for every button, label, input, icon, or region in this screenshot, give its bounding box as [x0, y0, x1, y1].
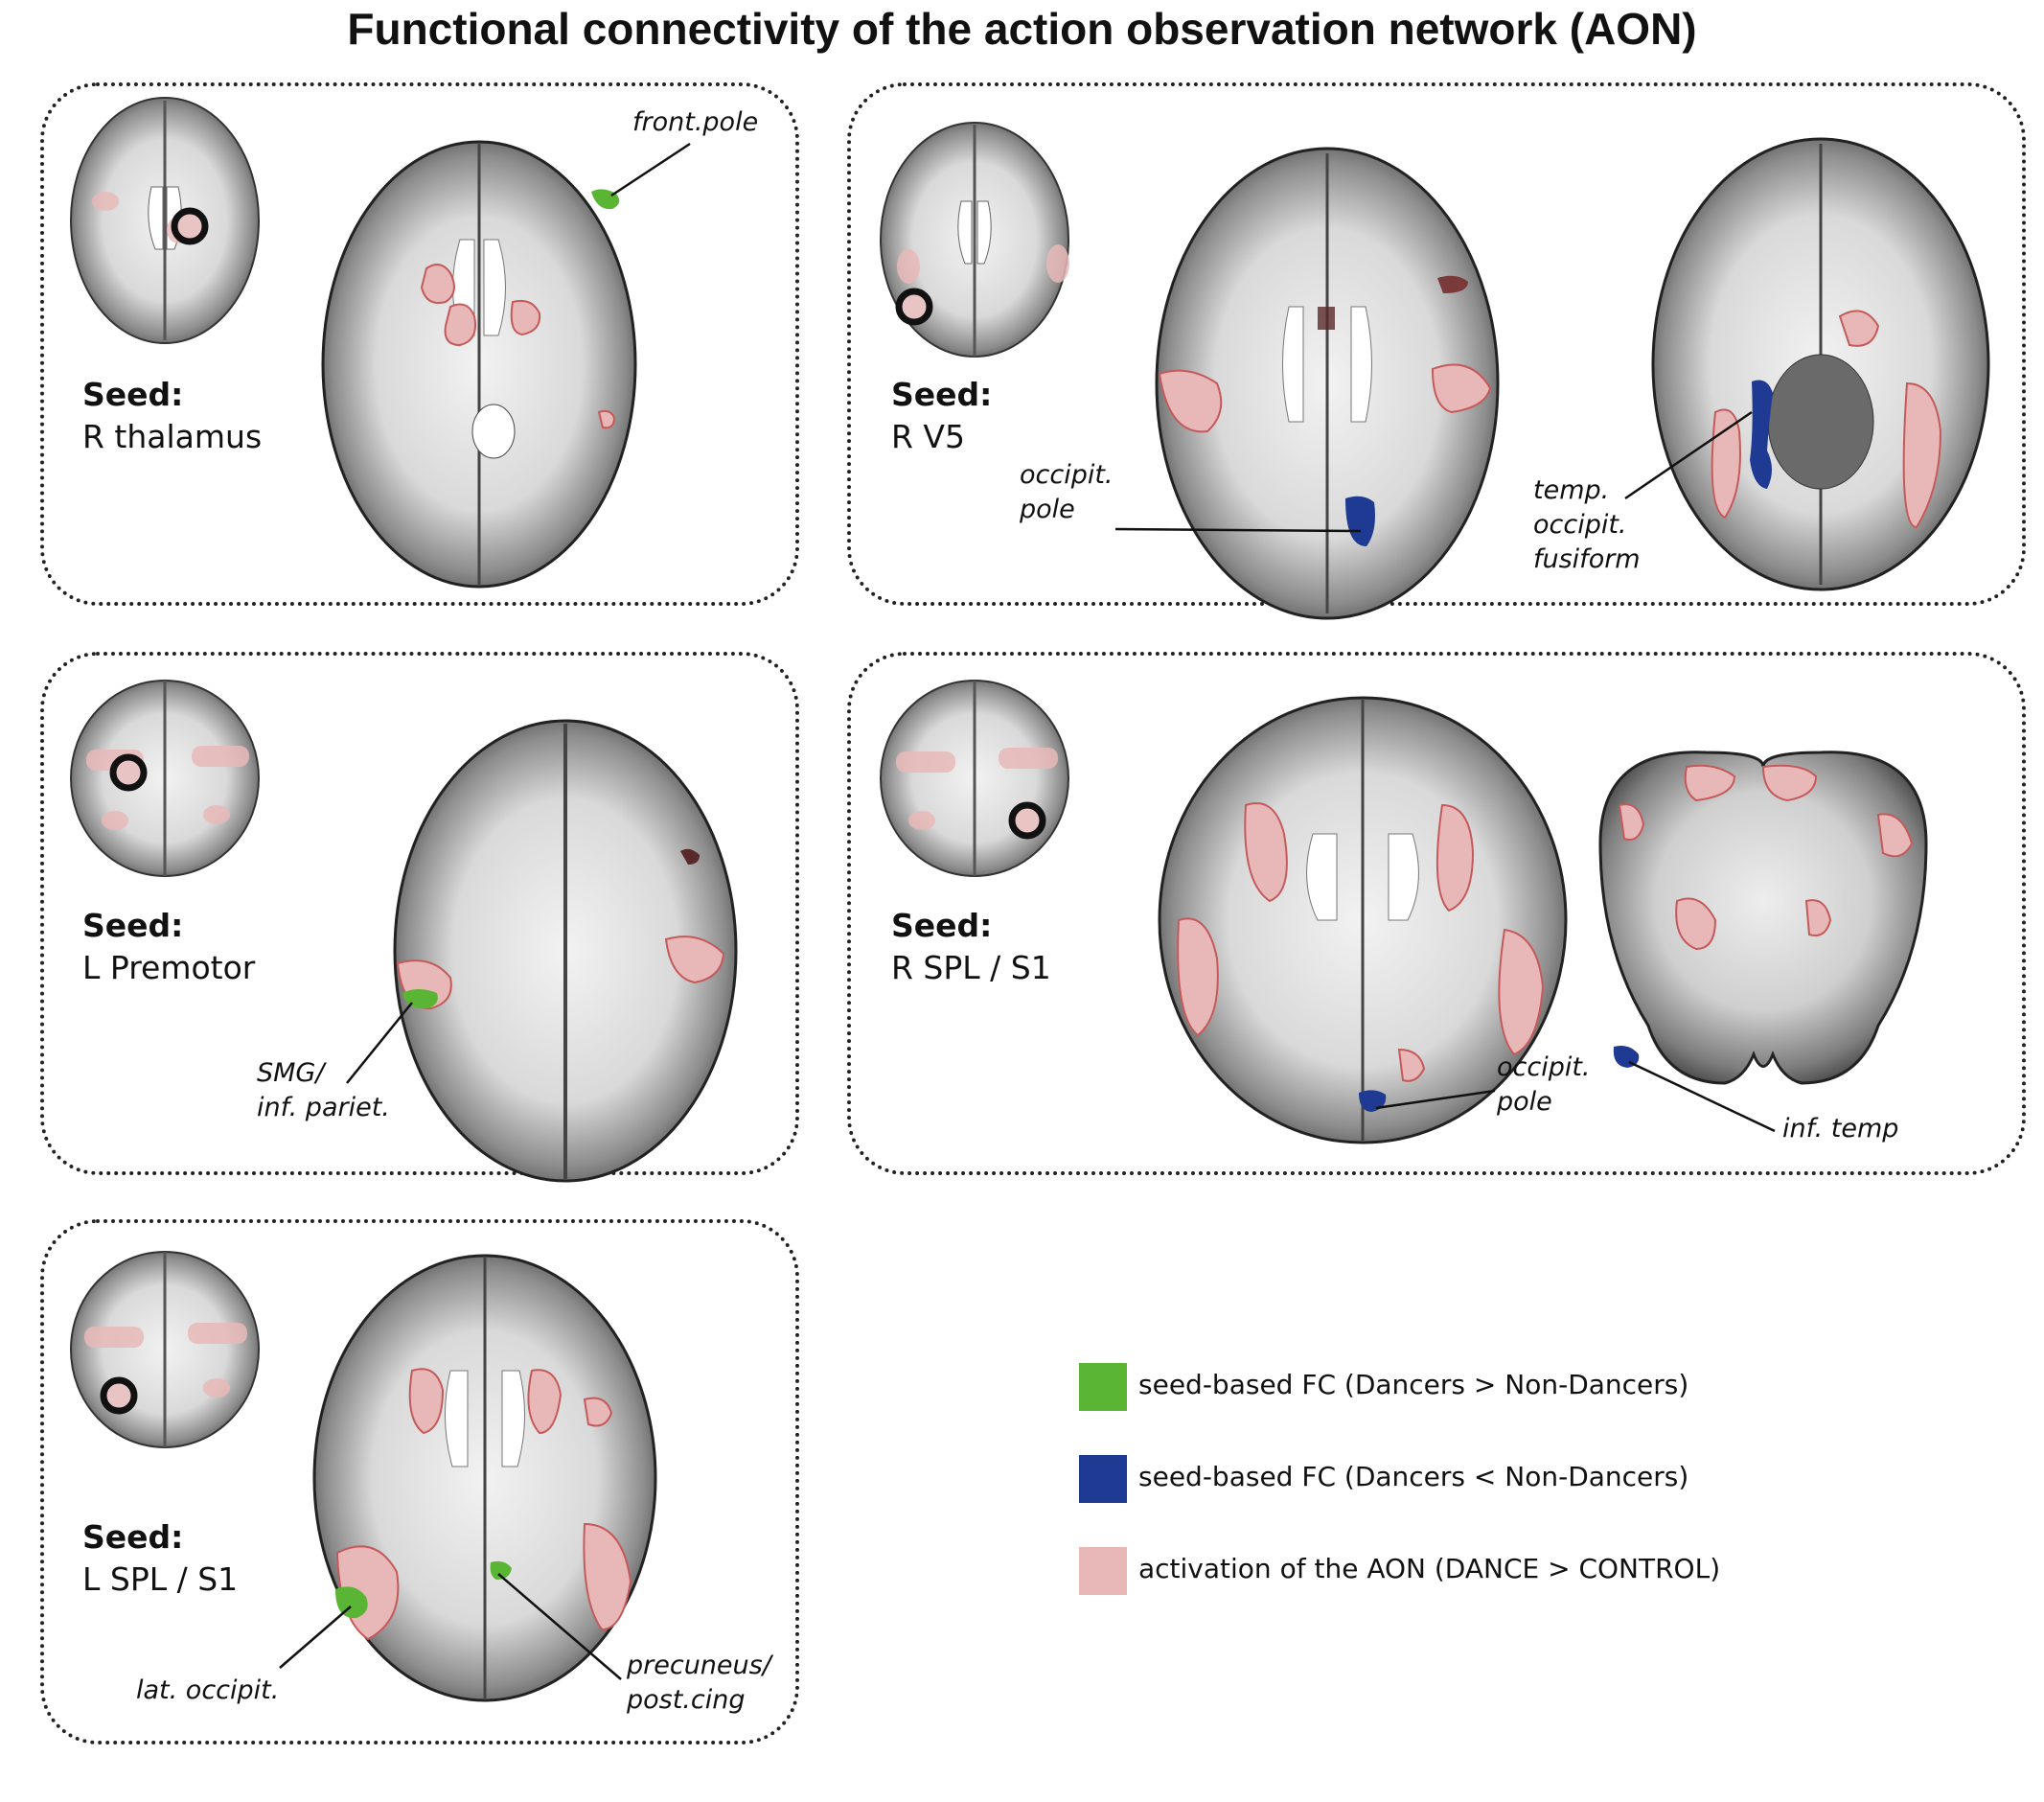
legend-swatch-green — [1079, 1363, 1127, 1411]
seed-marker-r-v5 — [895, 288, 933, 326]
seed-heading: Seed: — [82, 376, 184, 413]
panel-r-spl-s1 — [847, 652, 2026, 1175]
seed-heading: Seed: — [891, 376, 993, 413]
seed-name: L SPL / S1 — [82, 1560, 239, 1598]
activation-lat-occipit — [335, 1586, 368, 1619]
panel-l-spl-s1 — [40, 1219, 799, 1744]
seed-marker-r-spl-s1 — [1008, 801, 1046, 840]
seed-label-r-v5: Seed: R V5 — [891, 374, 992, 458]
thumbnail-brain-r-spl-s1 — [880, 680, 1069, 877]
seed-label-l-premotor: Seed: L Premotor — [82, 905, 255, 989]
pointer-lat-occipit — [279, 1606, 352, 1669]
seed-marker-l-spl-s1 — [100, 1376, 138, 1415]
annotation-occipit-pole-v5: occipit. pole — [1020, 460, 1114, 524]
seed-marker-r-thalamus — [171, 207, 209, 245]
figure-title: Functional connectivity of the action ob… — [347, 4, 1697, 54]
pointer-occipit-pole-v5 — [1114, 527, 1362, 533]
activation-precuneus-post-cing — [490, 1560, 512, 1580]
seed-name: R V5 — [891, 418, 965, 455]
pointer-smg-inf-pariet — [346, 1002, 413, 1084]
annotation-temp-occipit-fusiform: temp. occipit. fusiform — [1533, 475, 1641, 574]
legend-label: activation of the AON (DANCE > CONTROL) — [1138, 1553, 1721, 1584]
legend-label: seed-based FC (Dancers < Non-Dancers) — [1138, 1461, 1689, 1492]
legend-label: seed-based FC (Dancers > Non-Dancers) — [1138, 1369, 1689, 1400]
axial-brain-l-spl-s1 — [312, 1254, 657, 1702]
panel-r-thalamus — [40, 82, 799, 606]
annotation-front-pole: front.pole — [632, 107, 759, 137]
activation-occipit-pole-v5 — [1345, 496, 1375, 546]
axial-brain-r-v5-1 — [1155, 147, 1500, 620]
annotation-inf-temp: inf. temp — [1782, 1114, 1899, 1144]
activation-temp-occipit-fusiform — [1750, 380, 1773, 489]
legend-swatch-pink — [1079, 1547, 1127, 1595]
pointer-temp-occipit-fusiform — [1624, 410, 1753, 500]
seed-heading: Seed: — [82, 1518, 184, 1556]
thumbnail-brain-l-spl-s1 — [70, 1251, 260, 1448]
axial-brain-r-thalamus — [321, 140, 637, 589]
seed-name: R thalamus — [82, 418, 263, 455]
annotation-occipit-pole-r-spl: occipit. pole — [1497, 1052, 1591, 1117]
seed-heading: Seed: — [82, 907, 184, 944]
panel-r-v5 — [847, 82, 2026, 606]
axial-brain-r-spl-s1 — [1158, 696, 1568, 1144]
annotation-lat-occipit: lat. occipit. — [136, 1675, 280, 1705]
pointer-occipit-pole-r-spl — [1375, 1089, 1496, 1110]
legend-swatch-blue — [1079, 1455, 1127, 1503]
seed-label-l-spl-s1: Seed: L SPL / S1 — [82, 1516, 238, 1601]
seed-label-r-spl-s1: Seed: R SPL / S1 — [891, 905, 1051, 989]
axial-brain-l-premotor — [393, 719, 738, 1183]
pointer-front-pole — [610, 142, 691, 197]
panel-l-premotor — [40, 652, 799, 1175]
pointer-precuneus-post-cing — [497, 1573, 622, 1680]
seed-name: R SPL / S1 — [891, 949, 1051, 986]
annotation-smg-inf-pariet: SMG/ inf. pariet. — [257, 1058, 390, 1122]
thumbnail-brain-r-thalamus — [70, 97, 260, 344]
thumbnail-brain-l-premotor — [70, 680, 260, 877]
seed-marker-l-premotor — [109, 753, 148, 792]
seed-name: L Premotor — [82, 949, 256, 986]
activation-inf-temp — [1613, 1046, 1640, 1068]
seed-heading: Seed: — [891, 907, 993, 944]
pointer-inf-temp — [1628, 1060, 1776, 1133]
coronal-brain-r-spl-s1 — [1598, 751, 1928, 1085]
seed-label-r-thalamus: Seed: R thalamus — [82, 374, 262, 458]
annotation-precuneus-post-cing: precuneus/ post.cing — [627, 1651, 771, 1715]
axial-brain-r-v5-2 — [1651, 137, 1990, 591]
